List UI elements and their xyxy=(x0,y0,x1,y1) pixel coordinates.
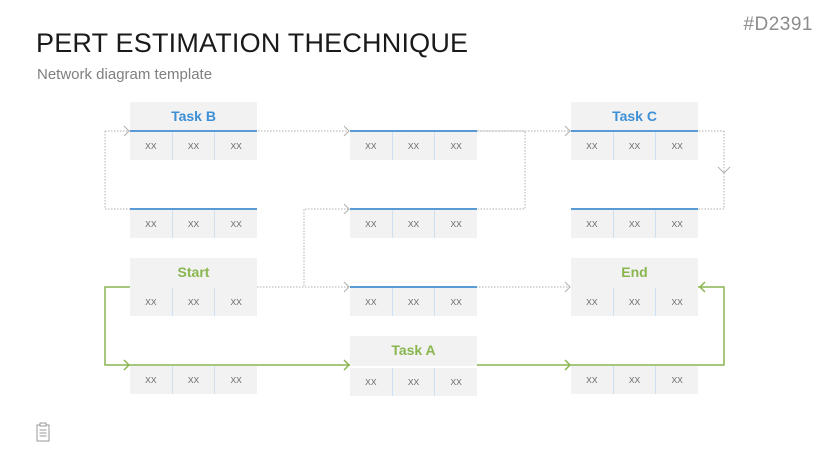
node-cell: XX xyxy=(586,375,598,385)
node-cell: XX xyxy=(214,210,257,238)
node-cell: XX xyxy=(214,288,257,316)
green-arrow-into-end xyxy=(698,281,706,293)
node-mid-top: XX XX XX xyxy=(350,130,477,160)
node-cell: XX xyxy=(171,210,215,238)
node-center-mid: XX XX XX xyxy=(350,208,477,238)
node-cell: XX xyxy=(214,366,257,394)
arrow-into-center-mid xyxy=(343,203,350,215)
node-cell: XX xyxy=(145,141,157,151)
arrow-into-end xyxy=(564,281,571,293)
node-cell: XX xyxy=(145,297,157,307)
node-task-a: Task A XX XX XX xyxy=(350,336,477,396)
connector-mid-right xyxy=(478,130,526,210)
clipboard-icon xyxy=(36,422,50,447)
node-cell: XX xyxy=(655,288,698,316)
node-cell: XX xyxy=(434,368,477,396)
page-subtitle: Network diagram template xyxy=(37,66,213,83)
node-cell: XX xyxy=(391,368,435,396)
node-cell: XX xyxy=(391,288,435,316)
node-cell: XX xyxy=(214,132,257,160)
node-cell: XX xyxy=(612,366,656,394)
node-cell: XX xyxy=(434,288,477,316)
node-cell: XX xyxy=(145,375,157,385)
node-cell: XX xyxy=(145,219,157,229)
node-label: End xyxy=(571,258,698,288)
node-right-mid: XX XX XX xyxy=(571,208,698,238)
arrow-into-task-c xyxy=(564,125,571,137)
node-cell: XX xyxy=(171,288,215,316)
node-cell: XX xyxy=(365,297,377,307)
connector-right-vertical xyxy=(698,131,725,210)
green-arrow-into-task-a xyxy=(343,359,351,371)
green-arrow-into-right-bottom xyxy=(564,359,572,371)
arrow-down-right xyxy=(717,166,731,174)
node-task-b: Task B XX XX XX xyxy=(130,102,257,160)
node-cell: XX xyxy=(391,210,435,238)
node-cell: XX xyxy=(434,132,477,160)
node-cell: XX xyxy=(655,210,698,238)
node-cell: XX xyxy=(365,377,377,387)
node-label: Task B xyxy=(130,102,257,132)
node-center-low: XX XX XX xyxy=(350,286,477,316)
node-cell: XX xyxy=(586,141,598,151)
page-title: PERT ESTIMATION THECHNIQUE xyxy=(36,28,469,58)
node-task-c: Task C XX XX XX xyxy=(571,102,698,160)
green-arrow-bottom-left xyxy=(123,359,131,371)
node-cell: XX xyxy=(171,132,215,160)
node-cell: XX xyxy=(612,288,656,316)
connector-left-vertical xyxy=(104,131,257,210)
node-cell: XX xyxy=(434,210,477,238)
arrow-into-center-low xyxy=(343,281,350,293)
arrow-into-mid-top xyxy=(343,125,350,137)
node-cell: XX xyxy=(171,366,215,394)
node-cell: XX xyxy=(365,219,377,229)
connector-start-to-center xyxy=(257,208,350,288)
node-left-mid: XX XX XX xyxy=(130,208,257,238)
node-cell: XX xyxy=(612,132,656,160)
node-left-bottom: XX XX XX xyxy=(130,366,257,394)
node-end: End XX XX XX xyxy=(571,258,698,316)
node-cell: XX xyxy=(586,219,598,229)
node-cell: XX xyxy=(391,132,435,160)
node-cell: XX xyxy=(655,366,698,394)
node-label: Task C xyxy=(571,102,698,132)
node-cell: XX xyxy=(655,132,698,160)
node-label: Task A xyxy=(350,336,477,366)
node-cell: XX xyxy=(586,297,598,307)
node-cell: XX xyxy=(365,141,377,151)
node-right-bottom: XX XX XX xyxy=(571,366,698,394)
arrow-into-task-b xyxy=(123,125,130,137)
node-cell: XX xyxy=(612,210,656,238)
template-code: #D2391 xyxy=(743,14,813,35)
node-start: Start XX XX XX xyxy=(130,258,257,316)
node-label: Start xyxy=(130,258,257,288)
